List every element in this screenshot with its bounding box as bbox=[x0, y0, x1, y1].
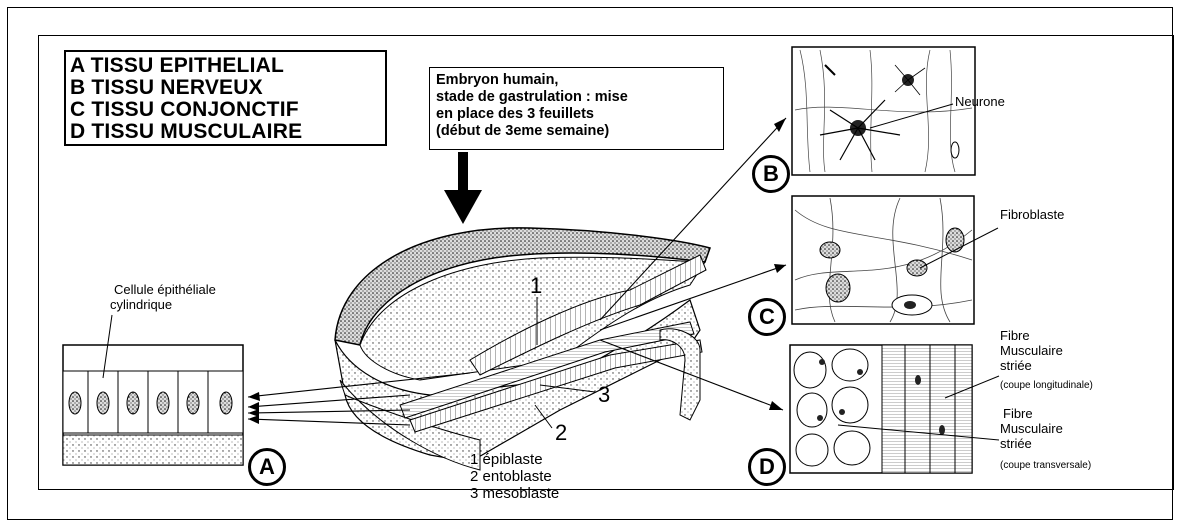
key-epiblaste: 1 épiblaste bbox=[470, 451, 559, 468]
fibroblaste-label: Fibroblaste bbox=[1000, 207, 1064, 222]
coupe-trans-label: (coupe transversale) bbox=[1000, 458, 1091, 473]
embryo-note-line: en place des 3 feuillets bbox=[436, 106, 723, 123]
embryo-disc bbox=[335, 228, 710, 470]
embryo-note-line: (début de 3eme semaine) bbox=[436, 123, 723, 140]
embryo-note-line: stade de gastrulation : mise bbox=[436, 89, 723, 106]
number-3: 3 bbox=[598, 382, 610, 408]
embryo-note-line: Embryon humain, bbox=[436, 72, 723, 89]
fibre-long-label-1: Fibre bbox=[1000, 328, 1030, 343]
layer-key: 1 épiblaste 2 entoblaste 3 mesoblaste bbox=[470, 451, 559, 502]
panel-a-badge: A bbox=[248, 448, 286, 486]
number-2: 2 bbox=[555, 420, 567, 446]
fibre-trans-label-3: striée bbox=[1000, 436, 1032, 451]
cellule-label-line1: Cellule épithéliale bbox=[114, 282, 216, 297]
legend-line-a: A TISSU EPITHELIAL bbox=[70, 55, 385, 77]
panel-a-epithelium bbox=[63, 315, 243, 465]
fibre-trans-label-1: Fibre bbox=[1003, 406, 1033, 421]
fibre-long-label-2: Musculaire bbox=[1000, 343, 1063, 358]
down-arrow-icon bbox=[444, 152, 482, 224]
tissue-legend: A TISSU EPITHELIAL B TISSU NERVEUX C TIS… bbox=[64, 50, 387, 146]
panel-b-badge: B bbox=[752, 155, 790, 193]
embryo-note: Embryon humain, stade de gastrulation : … bbox=[429, 67, 724, 150]
key-entoblaste: 2 entoblaste bbox=[470, 468, 559, 485]
fibre-trans-label-2: Musculaire bbox=[1000, 421, 1063, 436]
panel-d-badge: D bbox=[748, 448, 786, 486]
neurone-label: Neurone bbox=[955, 94, 1005, 109]
number-1: 1 bbox=[530, 273, 542, 299]
panel-b-nerve-tissue bbox=[792, 47, 975, 175]
panel-c-connective-tissue bbox=[792, 196, 998, 324]
panel-d-muscle-tissue bbox=[790, 345, 999, 473]
legend-line-b: B TISSU NERVEUX bbox=[70, 77, 385, 99]
legend-line-c: C TISSU CONJONCTIF bbox=[70, 99, 385, 121]
panel-c-badge: C bbox=[748, 298, 786, 336]
legend-line-d: D TISSU MUSCULAIRE bbox=[70, 121, 385, 143]
key-mesoblaste: 3 mesoblaste bbox=[470, 485, 559, 502]
fibre-long-label-3: striée bbox=[1000, 358, 1032, 373]
coupe-long-label: (coupe longitudinale) bbox=[1000, 378, 1093, 393]
cellule-label-line2: cylindrique bbox=[110, 297, 172, 312]
